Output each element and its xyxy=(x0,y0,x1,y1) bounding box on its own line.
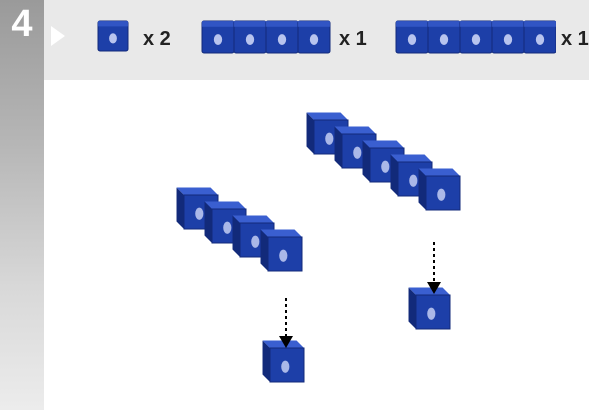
cube-icon xyxy=(427,20,461,54)
dotted-down-arrow-icon xyxy=(279,298,293,348)
cube-icon xyxy=(97,20,129,52)
part-five-cube-bar-icon xyxy=(395,20,556,54)
cube-icon xyxy=(491,20,525,54)
part-four-quantity: x 1 xyxy=(339,28,367,50)
dotted-down-arrow-icon xyxy=(427,242,441,294)
cube-icon xyxy=(201,20,235,54)
cube-icon xyxy=(459,20,493,54)
cube-icon xyxy=(265,20,299,54)
step-number: 4 xyxy=(11,3,33,45)
assembly-illustration xyxy=(176,112,461,383)
part-four-cube-bar-icon xyxy=(201,20,331,54)
cube-icon xyxy=(262,340,305,383)
cube-icon xyxy=(418,168,461,211)
part-single-quantity: x 2 xyxy=(143,28,171,50)
cube-icon xyxy=(233,20,267,54)
cube-icon xyxy=(523,20,556,54)
part-five-quantity: x 1 xyxy=(561,28,589,50)
step-arrow-icon xyxy=(51,26,65,46)
cube-icon xyxy=(395,20,429,54)
part-single-cube-icon xyxy=(97,20,129,52)
step-sidebar: 4 xyxy=(0,0,44,410)
cube-icon xyxy=(408,287,451,330)
cube-icon xyxy=(297,20,331,54)
cube-icon xyxy=(260,229,303,272)
